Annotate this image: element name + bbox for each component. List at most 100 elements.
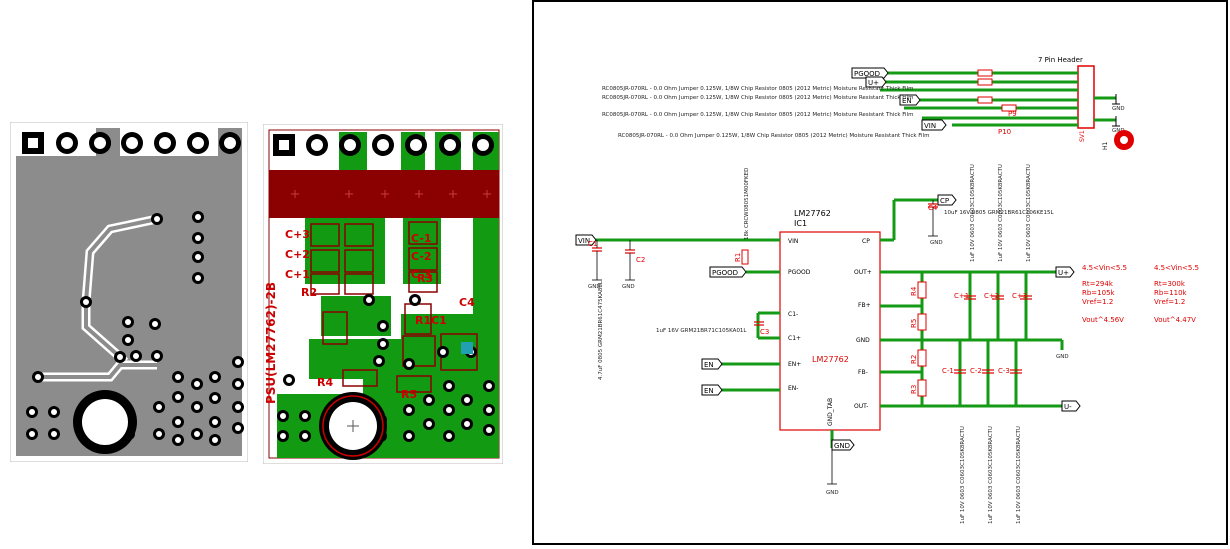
c3-value: 1uF 16V GRM21BR71C105KA01L xyxy=(656,328,747,334)
r5-label: R5 xyxy=(910,319,918,328)
r1-label: R1 xyxy=(734,253,742,262)
gnd-symbol-ic: GND xyxy=(826,490,839,496)
pcb-silkscreen-title: PSU(LM27762)-2B xyxy=(264,282,278,404)
note1-rb: Rb=105k xyxy=(1082,289,1116,297)
ic-part: LM27762 xyxy=(794,209,831,218)
gnd-symbol-c1: GND xyxy=(588,284,601,290)
ic-pin-fbplus: FB+ xyxy=(858,302,871,309)
label-r2: R2 xyxy=(301,286,317,299)
jumper-note-2: RC0805JR-070RL - 0.0 Ohm Jumper 0.125W, … xyxy=(602,95,913,101)
gnd-symbol-header-1: GND xyxy=(1112,106,1125,112)
ic-pin-cp: CP xyxy=(862,238,870,245)
label-c-plus3: C+3 xyxy=(285,228,310,241)
r3-label: R3 xyxy=(910,385,918,394)
cminus3-value: 1uF 10V 0603 C0603C105K8RACTU xyxy=(1016,426,1022,524)
note1-rt: Rt=294k xyxy=(1082,280,1114,288)
header-ref: SV1 xyxy=(1079,130,1086,142)
schematic-svg: 7 Pin Header SV1 PGOOD U+ EN xyxy=(532,0,1228,545)
gnd-symbol-header-2: GND xyxy=(1112,128,1125,134)
cminus1-label: C-1 xyxy=(942,367,954,375)
ic-pin-c1minus: C1- xyxy=(788,311,798,318)
ic-pin-outminus: OUT- xyxy=(854,403,868,410)
label-c-minus2: C-2 xyxy=(411,250,432,263)
cplus3-label: C+3 xyxy=(1012,292,1027,300)
ic-pin-gnd: GND xyxy=(856,337,870,344)
capacitor-symbols xyxy=(592,203,1032,374)
ic-pin-fbminus: FB- xyxy=(858,369,868,376)
label-r1: R1 xyxy=(415,314,431,327)
header-title: 7 Pin Header xyxy=(1038,56,1083,64)
schematic-wires xyxy=(594,198,1064,448)
c1-label: C1 xyxy=(588,240,597,248)
note2-rb: Rb=110k xyxy=(1154,289,1188,297)
r2-label: R2 xyxy=(910,355,918,364)
gnd-symbol-c4: GND xyxy=(930,240,943,246)
cminus3-label: C-3 xyxy=(998,367,1010,375)
schematic-view: 7 Pin Header SV1 PGOOD U+ EN xyxy=(532,0,1228,545)
ic-pin-vin: VIN xyxy=(788,238,798,245)
net-pgood: PGOOD xyxy=(712,269,738,277)
pcb-top-layer-view: C+3 C+2 C+1 C-1 C-2 C-3 R3 R2 R1 C1 C4 R… xyxy=(262,123,504,465)
ic-pin-enplus: EN+ xyxy=(788,361,801,368)
ic-body-label: LM27762 xyxy=(812,355,849,364)
c4-value: 10uF 16V 0805 GRM21BR61C106KE15L xyxy=(944,210,1054,216)
jumper-note-4: RC0805JR-070RL - 0.0 Ohm Jumper 0.125W, … xyxy=(618,133,929,139)
cminus1-value: 1uF 10V 0603 C0603C105K8RACTU xyxy=(960,426,966,524)
label-c4: C4 xyxy=(459,296,475,309)
header-pads-top xyxy=(273,134,494,156)
net-vin: VIN xyxy=(578,237,590,245)
ic-lm27762-body xyxy=(779,231,881,431)
net-en-2: EN xyxy=(704,387,714,395)
jumper-note-3: RC0805JR-070RL - 0.0 Ohm Jumper 0.125W, … xyxy=(602,112,913,118)
ic-pin-gndtab: GND_TAB xyxy=(827,398,834,426)
net-en-1: EN xyxy=(704,361,714,369)
note1-vout: Vout^4.56V xyxy=(1082,316,1124,324)
cplus3-value: 1uF 10V 0603 C0603C105K8RACTU xyxy=(1026,164,1032,262)
note2-vout: Vout^4.47V xyxy=(1154,316,1196,324)
jumper-note-1: RC0805JR-070RL - 0.0 Ohm Jumper 0.125W, … xyxy=(602,86,913,92)
cplus1-label: C+1 xyxy=(954,292,969,300)
net-gnd: GND xyxy=(834,442,850,450)
component-outlines xyxy=(310,221,478,393)
net-uplus-header: U+ xyxy=(868,79,879,87)
cplus2-value: 1uF 10V 0603 C0603C105K8RACTU xyxy=(998,164,1004,262)
pcb-top-svg: C+3 C+2 C+1 C-1 C-2 C-3 R3 R2 R1 C1 C4 R… xyxy=(262,123,504,465)
ic-pin-c1plus: C1+ xyxy=(788,335,801,342)
ic-pin-enminus: EN- xyxy=(788,385,798,392)
hole-ref: H1 xyxy=(1102,141,1109,150)
note2-vref: Vref=1.2 xyxy=(1154,298,1185,306)
header-wires xyxy=(868,71,1116,127)
ic-pin-outplus: OUT+ xyxy=(854,269,872,276)
gnd-symbol-gnd: GND xyxy=(1056,354,1069,360)
cplus2-label: C+2 xyxy=(984,292,999,300)
note1-vin-range: 4.5<Vin<5.5 xyxy=(1082,264,1127,272)
net-pgood-header: PGOOD xyxy=(854,70,880,78)
label-c-minus1: C-1 xyxy=(411,232,432,245)
cplus1-value: 1uF 10V 0603 C0603C105K8RACTU xyxy=(970,164,976,262)
header-sv1-outline xyxy=(1077,65,1095,129)
ic-ref: IC1 xyxy=(794,219,807,228)
gnd-symbol-c2: GND xyxy=(622,284,635,290)
cin-value: 4.7uF 0805 GRM21BR61C475KA88L xyxy=(598,280,604,380)
ic-pin-pgood: PGOOD xyxy=(788,269,811,276)
pcb-bottom-layer-view xyxy=(9,121,249,463)
c2-label: C2 xyxy=(636,256,645,264)
label-r3: R3 xyxy=(417,272,433,285)
label-c-minus3: C-3 xyxy=(411,268,432,281)
label-r4: R4 xyxy=(317,376,333,389)
net-cp: CP xyxy=(940,197,949,205)
cminus2-label: C-2 xyxy=(970,367,982,375)
c3-label: C3 xyxy=(760,328,769,336)
label-c1: C1 xyxy=(431,314,447,327)
p9-label: P9 xyxy=(1008,110,1017,118)
net-uplus: U+ xyxy=(1058,269,1069,277)
note2-vin-range: 4.5<Vin<5.5 xyxy=(1154,264,1199,272)
resistor-symbols xyxy=(741,249,927,397)
cminus2-value: 1uF 10V 0603 C0603C105K8RACTU xyxy=(988,426,994,524)
net-vin-header: VIN xyxy=(924,122,936,130)
label-c-plus2: C+2 xyxy=(285,248,310,261)
c4-label: C4 xyxy=(928,204,938,212)
note1-vref: Vref=1.2 xyxy=(1082,298,1113,306)
net-uminus: U- xyxy=(1064,403,1072,411)
note2-rt: Rt=300k xyxy=(1154,280,1186,288)
